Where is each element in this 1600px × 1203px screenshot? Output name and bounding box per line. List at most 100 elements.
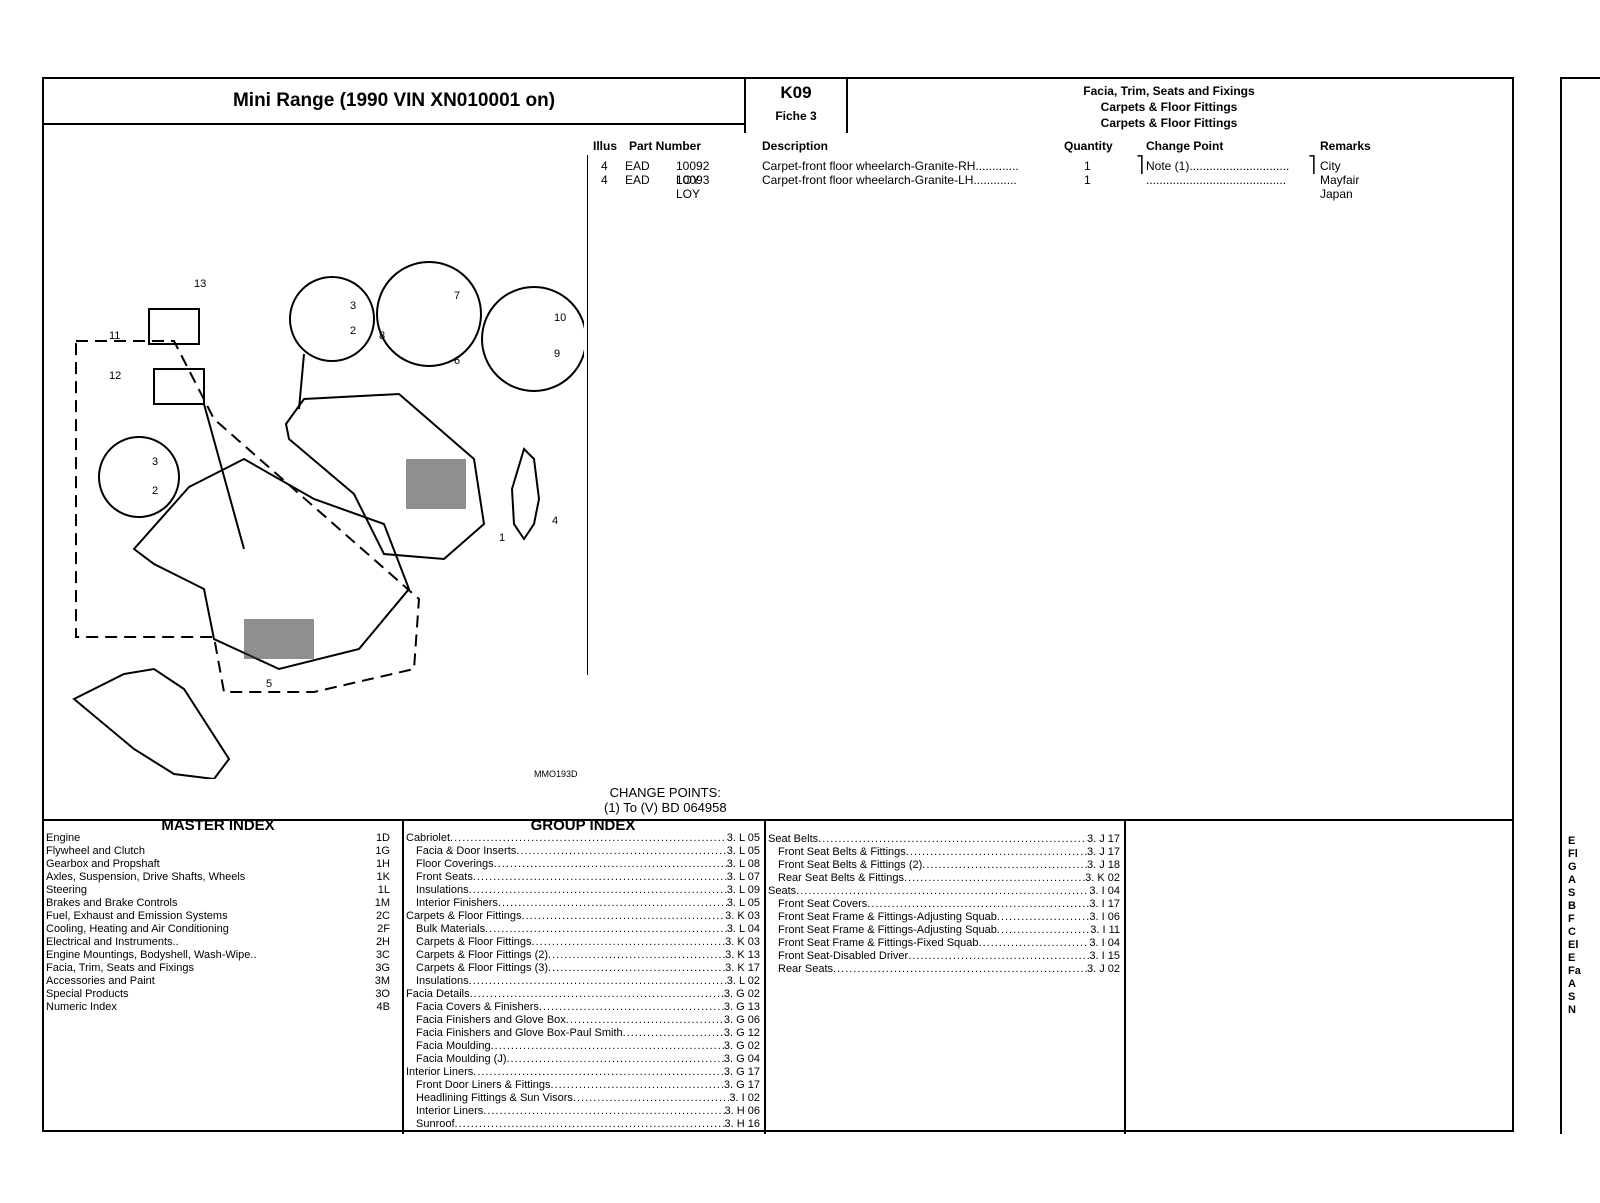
index-item-label: Seat Belts: [768, 833, 819, 845]
index-item[interactable]: Carpets & Floor Fittings................…: [406, 936, 760, 949]
index-item[interactable]: Front Seat Belts & Fittings (2).........…: [768, 859, 1120, 872]
index-item[interactable]: Headlining Fittings & Sun Visors........…: [406, 1092, 760, 1105]
index-item-leader: ........................................…: [622, 1027, 724, 1039]
index-item[interactable]: Seats...................................…: [768, 885, 1120, 898]
group-title-1: Facia, Trim, Seats and Fixings: [1083, 84, 1255, 98]
callout: 1: [499, 532, 505, 544]
index-item-leader: ........................................…: [550, 1079, 724, 1091]
index-item-label: Insulations: [416, 884, 469, 896]
section-code-box: K09 Fiche 3: [744, 79, 848, 133]
part-number: 10093 LOY: [676, 173, 710, 201]
col-quantity: Quantity: [1064, 139, 1113, 153]
index-item-label: Floor Coverings: [416, 858, 494, 870]
stub-letter: B: [1568, 900, 1576, 912]
index-item[interactable]: Facia Covers & Finishers................…: [406, 1001, 760, 1014]
callout: 11: [109, 330, 120, 342]
index-item[interactable]: Facia & Door Inserts....................…: [406, 845, 760, 858]
index-item[interactable]: Sunroof.................................…: [406, 1118, 760, 1131]
index-item[interactable]: Gearbox and Propshaft 1H: [46, 858, 390, 871]
index-item[interactable]: Front Seat Frame & Fittings-Fixed Squab.…: [768, 937, 1120, 950]
index-item[interactable]: Floor Coverings.........................…: [406, 858, 760, 871]
index-item[interactable]: Front Door Liners & Fittings............…: [406, 1079, 760, 1092]
index-item[interactable]: Front Seat Covers.......................…: [768, 898, 1120, 911]
index-item-leader: ........................................…: [833, 963, 1087, 975]
index-item-code: 3. H 06: [724, 1105, 760, 1117]
index-item[interactable]: Facia Moulding (J)......................…: [406, 1053, 760, 1066]
index-item-code: 3. G 04: [723, 1053, 760, 1065]
col-remarks: Remarks: [1320, 139, 1371, 153]
index-item-label: Cabriolet: [406, 832, 451, 844]
callout: 3: [350, 300, 356, 312]
index-item[interactable]: Electrical and Instruments..2H: [46, 936, 390, 949]
index-item[interactable]: Front Seat Frame & Fittings-Adjusting Sq…: [768, 924, 1120, 937]
index-item-code: 3. I 11: [1090, 924, 1120, 936]
page-title: Mini Range (1990 VIN XN010001 on): [232, 90, 556, 111]
callout: 8: [379, 330, 385, 342]
front-carpet-shade: [244, 619, 314, 659]
index-item-code: 3. G 12: [723, 1027, 760, 1039]
index-item[interactable]: Cabriolet...............................…: [406, 832, 760, 845]
index-item-label: Carpets & Floor Fittings (2): [416, 949, 549, 961]
index-item-leader: ........................................…: [565, 1014, 724, 1026]
index-item-label: Front Seat Covers: [778, 898, 868, 910]
index-item[interactable]: Interior Liners.........................…: [406, 1105, 760, 1118]
index-item-code: 3. J 02: [1086, 963, 1120, 975]
group-title-2: Carpets & Floor Fittings: [1100, 100, 1238, 114]
index-item-code: 1H: [375, 858, 390, 870]
index-item[interactable]: Insulations.............................…: [406, 975, 760, 988]
index-item[interactable]: Engine Mountings, Bodyshell, Wash-Wipe..…: [46, 949, 390, 962]
index-item[interactable]: Carpets & Floor Fittings (2)............…: [406, 949, 760, 962]
index-item-leader: ........................................…: [796, 885, 1089, 897]
index-item-leader: [129, 988, 376, 1001]
index-item-code: 3. G 17: [723, 1079, 760, 1091]
index-item[interactable]: Front Seats.............................…: [406, 871, 760, 884]
index-item[interactable]: Rear Seats..............................…: [768, 963, 1120, 976]
index-item-code: 4B: [376, 1001, 390, 1013]
index-item[interactable]: Bulk Materials..........................…: [406, 923, 760, 936]
index-item-label: Sunroof: [416, 1118, 455, 1130]
title-divider: [44, 123, 744, 125]
index-item[interactable]: Seat Belts..............................…: [768, 833, 1120, 846]
index-item[interactable]: Carpets & Floor Fittings................…: [406, 910, 760, 923]
index-item[interactable]: Facia Finishers and Glove Box-Paul Smith…: [406, 1027, 760, 1040]
index-item-label: Front Seat-Disabled Driver: [778, 950, 909, 962]
index-item[interactable]: Front Seat Frame & Fittings-Adjusting Sq…: [768, 911, 1120, 924]
index-item[interactable]: Carpets & Floor Fittings (3)............…: [406, 962, 760, 975]
index-item-label: Flywheel and Clutch: [46, 845, 146, 857]
index-item[interactable]: Insulations.............................…: [406, 884, 760, 897]
index-item-code: 3. L 08: [726, 858, 760, 870]
index-item-label: Gearbox and Propshaft: [46, 858, 160, 870]
index-item[interactable]: Interior Finishers......................…: [406, 897, 760, 910]
index-item[interactable]: Front Seat-Disabled Driver..............…: [768, 950, 1120, 963]
index-item-label: Axles, Suspension, Drive Shafts, Wheels: [46, 871, 246, 883]
index-item[interactable]: Facia Finishers and Glove Box...........…: [406, 1014, 760, 1027]
index-item[interactable]: Facia Moulding..........................…: [406, 1040, 760, 1053]
index-item[interactable]: Facia Details...........................…: [406, 988, 760, 1001]
index-item-code: 2H: [375, 936, 390, 948]
index-item-label: Insulations: [416, 975, 469, 987]
index-item[interactable]: Rear Seat Belts & Fittings..............…: [768, 872, 1120, 885]
part-illus: 4: [601, 173, 608, 187]
index-item-leader: ........................................…: [538, 1001, 724, 1013]
index-item-code: 3. J 17: [1086, 846, 1120, 858]
index-item-label: Brakes and Brake Controls: [46, 897, 178, 909]
part-qty: 1: [1084, 159, 1091, 173]
stub-letter: A: [1568, 874, 1576, 886]
index-item[interactable]: Front Seat Belts & Fittings.............…: [768, 846, 1120, 859]
change-points: CHANGE POINTS: (1) To (V) BD 064958: [604, 785, 727, 815]
index-item-leader: ........................................…: [572, 1092, 729, 1104]
index-item[interactable]: Interior Liners.........................…: [406, 1066, 760, 1079]
